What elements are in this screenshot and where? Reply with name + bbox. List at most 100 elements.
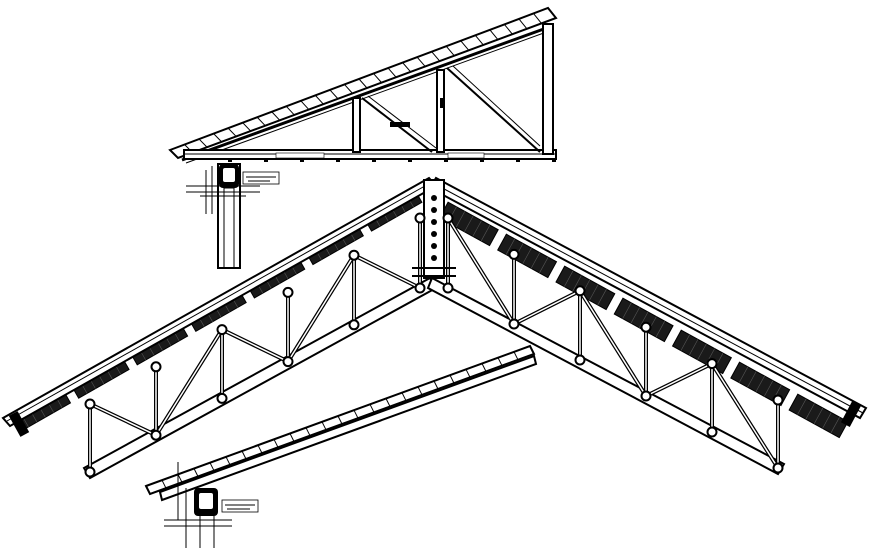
tile-edge (337, 415, 343, 425)
tile-edge (285, 105, 295, 116)
diagonal-member-core (645, 362, 713, 397)
tile-edge (305, 427, 311, 436)
panel-cell-line (630, 307, 640, 324)
tile-edge (321, 421, 327, 431)
top-dim-label-2 (447, 152, 485, 159)
tile-edge (177, 474, 183, 483)
joint-node (282, 286, 294, 298)
tile-edge (271, 111, 281, 121)
panel-cell-line (680, 334, 690, 351)
tile-edge (489, 29, 499, 40)
tile-edge (481, 363, 487, 372)
top-end-post (542, 23, 554, 155)
truss-joint-nodes (84, 212, 784, 478)
bolt (372, 158, 376, 162)
bolt (300, 158, 304, 162)
right-end-cap (840, 401, 862, 427)
ridge-bolts (431, 195, 437, 261)
panel-cell-line (830, 417, 840, 434)
top-dim-label-1 (275, 152, 325, 159)
joint-node (84, 398, 96, 410)
tile-edge (209, 462, 215, 471)
joint-node (84, 466, 96, 478)
panel-cell-line (572, 275, 582, 292)
bolt (264, 158, 268, 162)
joint-node (706, 358, 718, 370)
tile-edge (460, 40, 470, 51)
tile-edge (329, 89, 339, 100)
panel-cell-line (797, 398, 807, 415)
panel-cell-line (480, 225, 491, 242)
joint-node (574, 354, 586, 366)
top-member-mark (390, 122, 410, 127)
top-bolt-row (228, 158, 556, 162)
bottom-rafter-section (144, 344, 538, 548)
bolt (516, 158, 520, 162)
diagonal-member-core (447, 217, 515, 325)
joint-node (508, 318, 520, 330)
panel-cell-line (472, 220, 482, 237)
panel-cell-line (697, 343, 707, 360)
panel-cell-line (689, 339, 699, 356)
panel-cell-line (505, 238, 515, 255)
tile-edge (474, 34, 484, 46)
joint-node (772, 394, 784, 406)
bolt (336, 158, 340, 162)
tile-edge (433, 380, 439, 390)
joint-node (772, 462, 784, 474)
diagonal-member-core (89, 403, 157, 436)
diagonal-member-core (221, 328, 289, 363)
diagonal-member-core (287, 254, 355, 362)
joint-node (640, 321, 652, 333)
joint-node (640, 390, 652, 402)
tile-edge (256, 116, 266, 127)
right-solar-panels (438, 201, 849, 439)
joint-node (216, 324, 228, 336)
tile-edge (518, 18, 528, 30)
joint-node (348, 319, 360, 331)
panel-cell-line (738, 366, 749, 383)
tile-edge (213, 133, 222, 143)
bottom-tile-hatching (145, 345, 535, 495)
tile-edge (402, 62, 411, 73)
diagonal-member-core (155, 329, 223, 436)
ridge-bolt (431, 231, 437, 237)
panel-cell-line (455, 211, 466, 228)
tile-edge (289, 433, 295, 442)
tile-edge (503, 24, 513, 35)
ridge-connection-plate (423, 179, 445, 279)
left-end-cap (8, 411, 30, 437)
ridge-bolt (431, 219, 437, 225)
tile-edge (193, 468, 199, 477)
bottom-callout-box (221, 499, 259, 513)
panel-cell-line (589, 284, 599, 301)
panel-cell-line (622, 302, 632, 319)
top-half-truss-section (168, 6, 558, 269)
diagonal-member-core (711, 363, 779, 469)
top-callout-box (242, 171, 280, 185)
panel-cell-line (539, 257, 549, 274)
tile-edge (513, 351, 519, 361)
joint-node (348, 249, 360, 261)
joint-node (442, 282, 454, 294)
tile-edge (169, 149, 179, 159)
bolt (480, 158, 484, 162)
tile-edge (145, 485, 151, 495)
bolt (552, 158, 556, 162)
tile-edge (449, 374, 455, 384)
panel-cell-line (747, 371, 757, 388)
top-top-chord (181, 24, 553, 162)
joint-node (574, 285, 586, 297)
joint-node (706, 426, 718, 438)
tile-edge (227, 127, 237, 137)
tile-edge (344, 84, 353, 94)
tile-edge (353, 409, 359, 419)
tile-edge (547, 7, 557, 19)
tile-edge (529, 345, 535, 355)
ridge-bolt (431, 255, 437, 261)
tile-edge (533, 13, 542, 24)
right-web-members (446, 216, 780, 470)
tile-edge (417, 386, 423, 396)
tile-edge (257, 444, 263, 454)
panel-cell-line (639, 311, 649, 328)
